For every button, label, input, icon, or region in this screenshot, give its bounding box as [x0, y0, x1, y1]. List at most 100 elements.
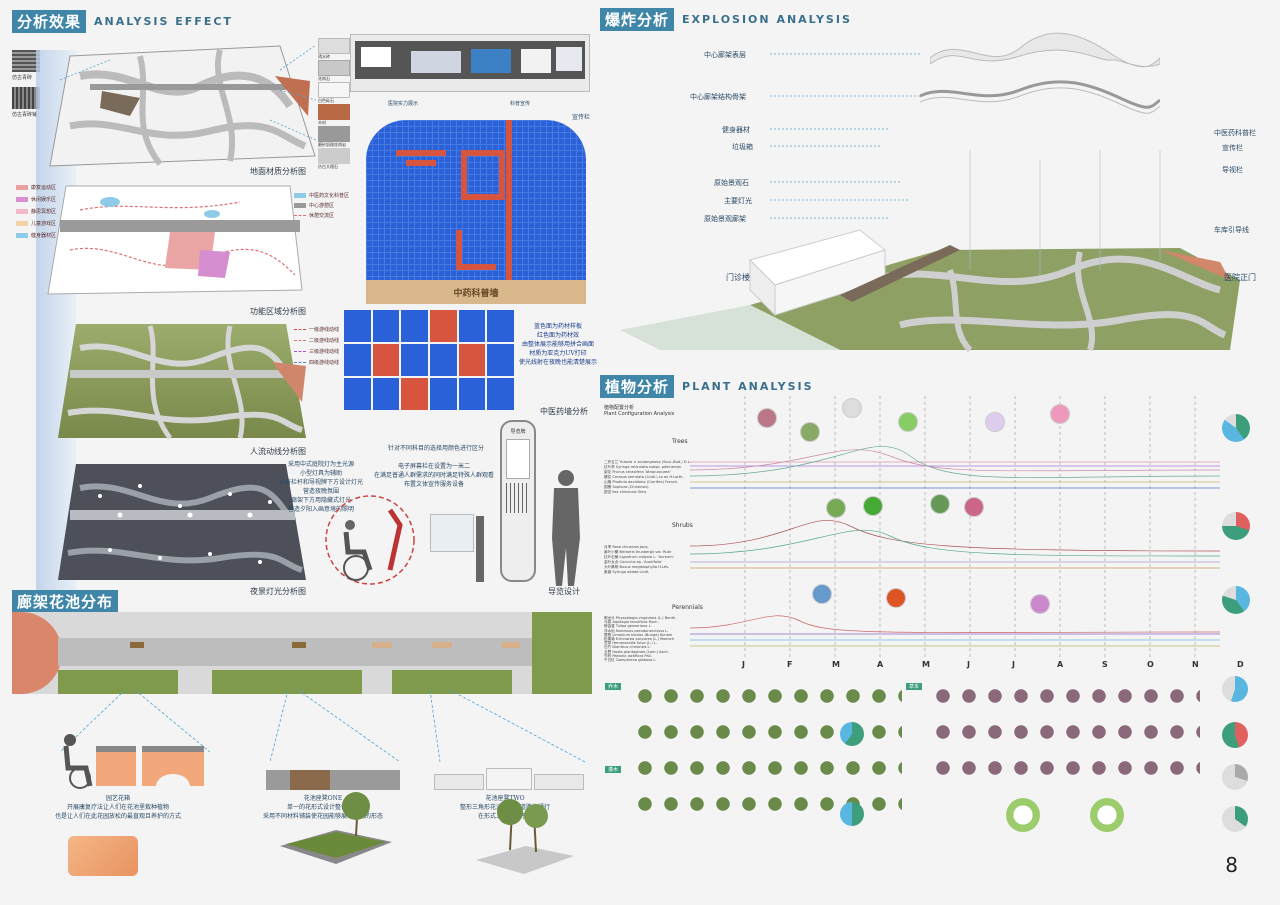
person-silhouette	[552, 470, 580, 586]
section-title-plant: 植物分析 PLANT ANALYSIS	[600, 375, 814, 398]
legend-flow-3: 四级游线动线	[294, 359, 339, 366]
material-label: 磨砂肌理花岗岩	[318, 142, 346, 147]
material-label: 花岗石	[318, 76, 330, 81]
display-label: 宣传栏	[572, 114, 591, 121]
tcm-note: 蓝色面为药材样板 红色面为药材效 由整体展示能够用拼合画面 材质为亚克力UV打印…	[518, 323, 597, 366]
material-label: 仿古大理石	[318, 164, 338, 169]
section-title-en: EXPLOSION ANALYSIS	[682, 13, 852, 26]
connector-lines	[59, 44, 317, 141]
explosion-site	[620, 150, 1240, 353]
donut-catalog	[1222, 764, 1248, 790]
signage-note-1: 针对不同科目的选择用颜色进行区分	[387, 445, 484, 452]
catalog-trees-shrubs	[632, 678, 902, 828]
tcm-wall-base: 中药科普墙	[366, 280, 586, 304]
plant-photo	[886, 588, 906, 608]
corridor-callouts	[59, 690, 586, 763]
explosion-leader-left	[770, 53, 920, 219]
tile-swatch	[12, 50, 40, 72]
plant-photo	[757, 408, 777, 428]
display-label: 科普宣传	[510, 101, 531, 107]
month-label: A	[877, 660, 884, 669]
month-label: N	[1192, 660, 1199, 669]
section-title-cn: 分析效果	[12, 10, 87, 33]
legend-function-2: 静思冥想区	[16, 208, 56, 215]
plant-timeline	[690, 396, 1220, 658]
explosion-label-left-2: 健身器材	[722, 126, 750, 134]
month-label: O	[1147, 660, 1154, 669]
planter-one-3d	[280, 792, 392, 864]
material-label: 透水砖	[318, 54, 330, 59]
month-label: M	[832, 660, 840, 669]
wheelchair-illustration	[325, 495, 415, 585]
section-title-cn: 爆炸分析	[600, 8, 675, 31]
guide-sign: 导览牌	[500, 420, 536, 582]
plant-photo	[800, 422, 820, 442]
signage-map	[430, 514, 474, 552]
tcm-wall	[366, 120, 586, 300]
donut-trees	[1222, 414, 1250, 442]
month-label: M	[922, 660, 930, 669]
month-label: D	[1237, 660, 1244, 669]
section-title-explosion: 爆炸分析 EXPLOSION ANALYSIS	[600, 8, 852, 31]
material-label: 木材	[318, 120, 326, 125]
donut-catalog	[1222, 722, 1248, 748]
plant-photo	[1050, 404, 1070, 424]
donut-catalog	[1090, 798, 1124, 832]
plant-photo	[1030, 594, 1050, 614]
section-title-corridor: 廊架花池分布	[12, 590, 119, 613]
material-label: 白色砾石	[318, 98, 334, 103]
legend-function-0: 康复运动区	[16, 184, 56, 191]
perennials-list: 假龙头 Physostegia virginiana (L.) Benth.马蔺…	[604, 616, 677, 663]
page-number: 8	[1225, 853, 1238, 877]
plant-photo	[863, 496, 883, 516]
planter-two-elevation	[434, 768, 584, 790]
legend-function-3: 儿童游戏区	[16, 220, 56, 227]
caption-tcm: 中医药墙分析	[540, 407, 588, 416]
explosion-label-left-0: 中心廊架表层	[704, 51, 746, 59]
material-plan	[49, 45, 316, 167]
flow-plan	[58, 324, 306, 440]
month-label: J	[742, 660, 745, 669]
shrubs-list: 月季 Rosa chinensis Jacq.紫叶小檗 Berberis thu…	[604, 545, 674, 574]
entrance-left: 门诊楼	[726, 273, 750, 282]
donut-perennials	[1222, 586, 1250, 614]
donut-shrubs	[1222, 512, 1250, 540]
guide-sign-title: 导览牌	[510, 429, 526, 435]
month-label: F	[787, 660, 793, 669]
function-plan	[47, 185, 303, 295]
corridor-plan	[12, 612, 592, 694]
legend-flow-0: 一级游线动线	[294, 326, 339, 333]
signage-post	[476, 516, 484, 582]
garden-box-illustration	[63, 734, 204, 789]
plant-photo	[898, 412, 918, 432]
garden-box-3d	[68, 836, 138, 876]
donut-catalog	[840, 722, 864, 746]
legend-function-right-0: 中医药文化科普区	[294, 192, 349, 199]
entrance-right: 医院正门	[1224, 273, 1256, 282]
section-title-cn: 植物分析	[600, 375, 675, 398]
catalog-herbs	[930, 678, 1200, 788]
tag-herbs: 草本	[906, 683, 923, 690]
section-title-cn: 廊架花池分布	[12, 590, 119, 613]
explosion-label-right-2: 导视栏	[1222, 166, 1243, 174]
section-title-en: PLANT ANALYSIS	[682, 380, 814, 393]
donut-catalog	[1006, 798, 1040, 832]
legend-function-right-1: 中心游憩区	[294, 202, 334, 209]
caption-function: 功能区域分析图	[250, 307, 306, 316]
tcm-wall-title: 中药科普墙	[453, 288, 499, 299]
planter-one-note: 花池座凳ONE 单一的花形式设计整体统一 采用不同材料铺装使花园能够展现不同的形…	[262, 795, 383, 820]
group-trees: Trees	[672, 438, 688, 445]
plant-chart-title-cn: 植物配置分析	[604, 405, 635, 411]
tag-trees: 乔木	[605, 683, 622, 690]
display-label: 医院实力展示	[388, 101, 419, 107]
tcm-detail-grid	[344, 310, 514, 410]
explosion-label-right-3: 车库引导线	[1214, 226, 1249, 234]
canopy-frame	[920, 80, 1160, 114]
explosion-label-left-3: 垃圾箱	[732, 143, 753, 151]
tag-shrubs: 灌木	[605, 766, 622, 773]
explosion-label-right-1: 宣传栏	[1222, 144, 1243, 152]
group-perennials: Perennials	[672, 604, 703, 611]
night-plan	[58, 464, 306, 580]
garden-box-note: 园艺花箱 开展康复疗法让人们在花池里栽种植物 也是让人们在此花园放松的最直观且养…	[54, 795, 181, 820]
section-title-en: ANALYSIS EFFECT	[94, 15, 233, 28]
